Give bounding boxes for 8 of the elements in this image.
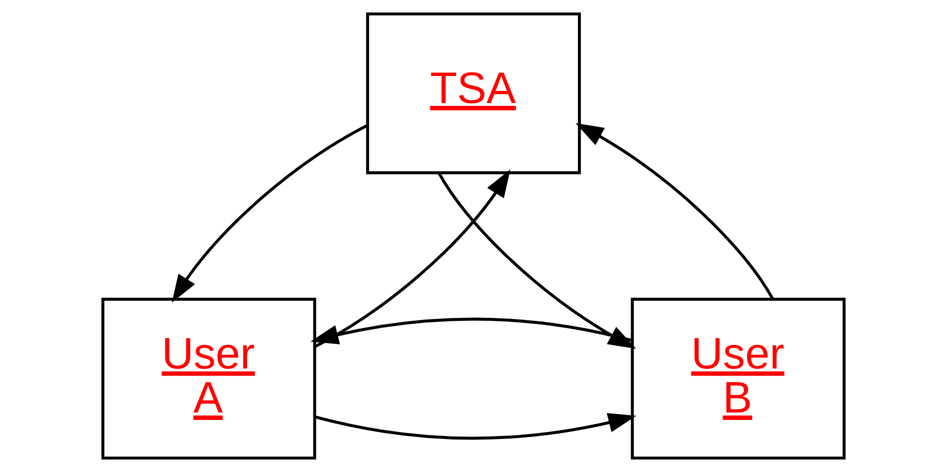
arrow: [314, 169, 510, 348]
arrow: [314, 413, 636, 440]
arrow: [171, 124, 368, 303]
node-box: User B: [630, 298, 846, 460]
node-box: User A: [100, 298, 316, 460]
node-box: TSA: [366, 12, 580, 174]
arrow: [310, 318, 632, 344]
arrow: [575, 123, 774, 300]
